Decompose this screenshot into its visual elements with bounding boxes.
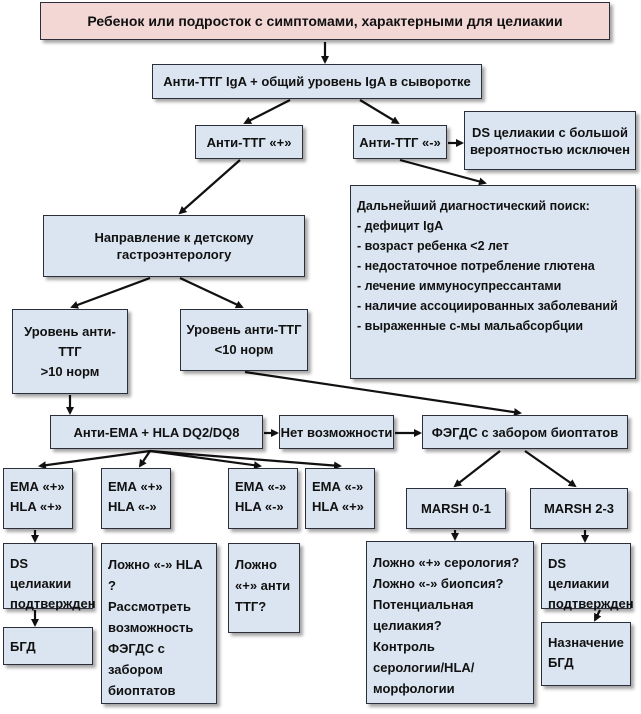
anti-ttg-negative-box: Анти-ТТГ «-»	[353, 125, 447, 159]
further-item: - выраженные с-мы мальабсорбции	[357, 319, 584, 333]
further-item: - недостаточное потребление глютена	[357, 259, 595, 273]
gfd2-line-2: БГД	[548, 655, 574, 670]
gfd-text: БГД	[10, 639, 36, 654]
confirmed2-line-1: DS целиакии	[548, 556, 610, 591]
ema-hla-box: Анти-EMA + HLA DQ2/DQ8	[50, 415, 263, 449]
combo1-line-1: ЕМА «+»	[10, 479, 65, 494]
marsh-2-3-text: MARSH 2-3	[543, 501, 615, 516]
false-hla-box: Ложно «-» HLA ? Рассмотреть возможность …	[101, 543, 217, 704]
combo-ema-pos-hla-pos-box: ЕМА «+» HLA «+»	[3, 468, 73, 529]
arrow-confirmed2-to-gfd2	[594, 609, 602, 622]
combo2-line-2: HLA «-»	[108, 499, 157, 514]
diagnosis-confirmed-box: DS целиакии подтвержден	[3, 543, 96, 611]
question-line: Потенциальная	[373, 597, 474, 612]
false-ttg-line: Ложно	[235, 557, 277, 572]
false-hla-line: забором	[108, 662, 163, 677]
referral-line-1: Направление к детскому	[94, 230, 254, 245]
marsh-2-3-box: MARSH 2-3	[530, 488, 628, 529]
marsh-0-1-text: MARSH 0-1	[420, 501, 492, 516]
fegds-text: ФЭГДС с забором биоптатов	[431, 424, 619, 440]
further-search-title: Дальнейший диагностический поиск:	[357, 199, 590, 213]
arrow-fegds-to-marsh23	[524, 450, 577, 488]
confirmed1-line-2: подтвержден	[10, 596, 96, 611]
fegds-box: ФЭГДС с забором биоптатов	[422, 415, 628, 449]
high-line-1: Уровень анти-	[24, 323, 116, 339]
arrow-ema-to-combo4	[149, 449, 342, 470]
arrow-referral-to-low	[179, 277, 244, 309]
further-item: - наличие ассоциированных заболеваний	[357, 299, 618, 313]
referral-line-2: гастроэнтерологу	[116, 247, 232, 262]
arrow-test-to-neg	[359, 99, 400, 125]
further-item: - лечение иммуносупрессантами	[357, 279, 562, 293]
further-item: - дефицит IgA	[357, 219, 444, 233]
no-option-text: Нет возможности	[280, 424, 393, 440]
gfd-prescription-box: Назначение БГД	[541, 622, 631, 686]
low-level-box: Уровень анти-ТТГ <10 норм	[180, 309, 308, 371]
arrow-test-to-pos	[243, 99, 291, 124]
gfd2-line-1: Назначение	[548, 635, 624, 650]
anti-ttg-positive-text: Анти-ТТГ «+»	[206, 134, 292, 150]
further-item: - возраст ребенка <2 лет	[357, 239, 509, 253]
marsh-0-1-box: MARSH 0-1	[406, 488, 506, 529]
combo-ema-neg-hla-neg-box: ЕМА «-» HLA «-»	[228, 468, 298, 529]
combo1-line-2: HLA «+»	[10, 499, 62, 514]
question-line: Ложно «+» серология?	[373, 555, 520, 570]
false-hla-line: ФЭГДС с	[108, 641, 165, 656]
excluded-line-1: DS целиакии с большой	[472, 124, 628, 140]
excluded-line-2: вероятностью исключен	[469, 141, 631, 157]
high-line-2: ТТГ	[58, 343, 82, 359]
low-line-2: <10 норм	[214, 342, 274, 357]
start-box: Ребенок или подросток с симптомами, хара…	[40, 2, 610, 40]
arrow-fegds-to-marsh01	[453, 450, 501, 488]
ema-hla-text: Анти-EMA + HLA DQ2/DQ8	[73, 424, 240, 440]
combo3-line-2: HLA «-»	[235, 499, 284, 514]
question-line: Контроль серологии/HLA/	[373, 639, 475, 675]
arrow-pos-to-referral	[178, 159, 241, 215]
false-ttg-line: «+» анти	[235, 578, 291, 593]
anti-ttg-negative-text: Анти-ТТГ «-»	[359, 134, 441, 150]
test-text: Анти-ТТГ IgA + общий уровень IgA в сывор…	[163, 74, 471, 89]
high-level-box: Уровень анти- ТТГ >10 норм	[12, 309, 128, 394]
arrow-neg-to-further	[399, 158, 487, 186]
arrow-ema-to-combo2	[138, 450, 151, 468]
confirmed2-line-2: подтвержден	[548, 596, 634, 611]
arrow-low-to-fegds	[244, 370, 522, 417]
question-line: целиакия?	[373, 618, 442, 633]
low-line-1: Уровень анти-ТТГ	[186, 322, 302, 337]
diagnosis-confirmed-2-box: DS целиакии подтвержден	[541, 543, 634, 611]
arrow-referral-to-high	[70, 276, 151, 309]
further-search-box: Дальнейший диагностический поиск: - дефи…	[350, 185, 636, 379]
combo3-line-1: ЕМА «-»	[235, 479, 287, 494]
start-text: Ребенок или подросток с симптомами, хара…	[87, 12, 563, 29]
no-option-box: Нет возможности	[279, 415, 394, 449]
combo4-line-1: ЕМА «-»	[312, 479, 364, 494]
false-hla-line: возможность	[108, 620, 194, 635]
combo2-line-1: ЕМА «+»	[108, 479, 163, 494]
test-box: Анти-ТТГ IgA + общий уровень IgA в сывор…	[152, 64, 482, 99]
confirmed1-line-1: DS целиакии	[10, 556, 72, 591]
false-hla-line: Ложно «-» HLA ?	[108, 557, 203, 593]
false-ttg-line: ТТГ?	[235, 599, 267, 614]
high-line-3: >10 норм	[40, 363, 100, 379]
combo4-line-2: HLA «+»	[312, 499, 364, 514]
combo-ema-pos-hla-neg-box: ЕМА «+» HLA «-»	[101, 468, 171, 529]
question-line: морфологии	[373, 681, 455, 696]
combo-ema-neg-hla-pos-box: ЕМА «-» HLA «+»	[305, 468, 375, 529]
false-hla-line: биоптатов	[108, 683, 176, 698]
gfd-box: БГД	[3, 627, 93, 665]
arrow-ema-to-combo1	[38, 449, 151, 470]
question-line: Ложно «-» биопсия?	[373, 576, 504, 591]
false-ttg-box: Ложно «+» анти ТТГ?	[228, 543, 300, 633]
anti-ttg-positive-box: Анти-ТТГ «+»	[195, 125, 303, 159]
marsh-0-1-questions-box: Ложно «+» серология? Ложно «-» биопсия? …	[366, 541, 534, 704]
false-hla-line: Рассмотреть	[108, 599, 191, 614]
referral-box: Направление к детскому гастроэнтерологу	[43, 215, 305, 277]
celiac-excluded-box: DS целиакии с большой вероятностью исклю…	[464, 111, 636, 170]
